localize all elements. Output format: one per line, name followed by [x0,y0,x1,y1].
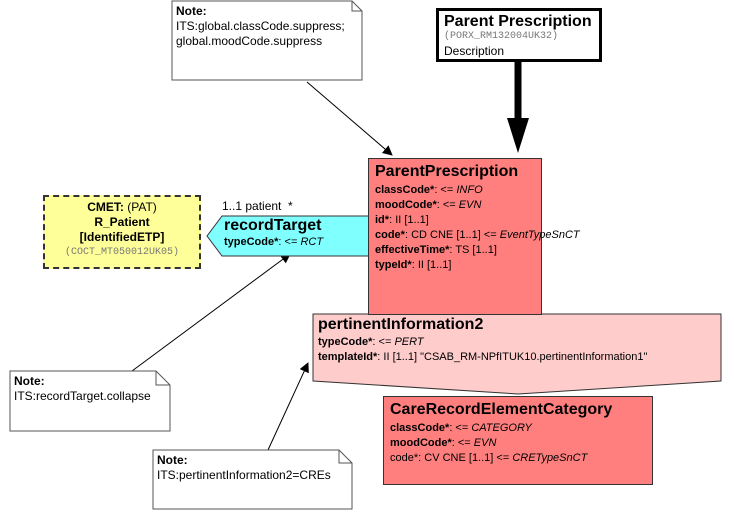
note2-connector [131,253,291,372]
note-line: global.moodCode.suppress [176,34,323,48]
care-record-title: CareRecordElementCategory [390,401,613,418]
care-record-element-category-class[interactable]: CareRecordElementCategory classCode*: <=… [383,396,653,485]
note-pertinent-information-cres: Note: ITS:pertinentInformation2=CREs [153,451,352,485]
record-target-type-code: typeCode*: <= RCT [224,236,324,248]
note-line: ITS:global.classCode.suppress; [176,19,345,33]
note1-shape [171,0,363,81]
note1-fold [351,1,362,12]
note2-fold [155,371,170,386]
note-global-suppress: Note: ITS:global.classCode.suppress; glo… [172,2,362,51]
parent-prescription-title: ParentPrescription [375,163,519,180]
note-label: Note: [14,374,45,388]
attribute-row: code*: CD CNE [1..1] <= EventTypeSnCT [375,229,580,241]
note1-connector [306,81,393,156]
parent-prescription-class[interactable]: ParentPrescription classCode*: <= INFO m… [368,158,580,315]
record-target-participation[interactable]: recordTarget typeCode*: <= RCT [222,216,368,256]
note3-connector [267,362,309,451]
entry-point-box[interactable]: Parent Prescription (PORX_RM132004UK32) … [436,8,602,62]
note-label: Note: [176,4,207,18]
record-target-title: recordTarget [224,217,322,234]
note2-shape [9,370,171,432]
cmet-line1: CMET: (PAT) [87,200,157,214]
cmet-patient-box[interactable]: CMET: (PAT) R_Patient [IdentifiedETP] (C… [43,195,201,269]
pertinent-information-shape [312,313,722,395]
note-line: ITS:pertinentInformation2=CREs [157,468,331,482]
entry-point-id: (PORX_RM132004UK32) [444,31,559,42]
attribute-row: id*: II [1..1] [375,214,429,226]
entry-point-title: Parent Prescription [444,13,592,30]
pertinent-information-title: pertinentInformation2 [318,316,484,333]
attribute-row: moodCode*: <= EVN [375,199,482,211]
note-line: ITS:recordTarget.collapse [14,389,151,403]
cmet-entry: [IdentifiedETP] [79,230,165,244]
cmet-id: (COCT_MT050012UK05) [64,247,180,258]
note3-fold [338,450,352,464]
entry-point-arrowhead [507,118,529,153]
note-record-target-collapse: Note: ITS:recordTarget.collapse [10,372,170,406]
note-label: Note: [157,453,188,467]
attribute-row: templateId*: II [1..1] "CSAB_RM-NPfITUK1… [318,351,648,363]
attribute-row: typeId*: II [1..1] [375,259,452,271]
note3-shape [152,449,353,510]
attribute-row: code*: CV CNE [1..1] <= CRETypeSnCT [390,452,588,464]
attribute-row: moodCode*: <= EVN [390,437,497,449]
cmet-name: R_Patient [94,215,150,229]
pertinent-information-relationship[interactable]: pertinentInformation2 typeCode*: <= PERT… [318,315,718,365]
record-target-cardinality: 1..1 patient * [222,199,293,213]
entry-point-description: Description [444,44,505,58]
attribute-row: classCode*: <= INFO [375,184,483,196]
attribute-row: classCode*: <= CATEGORY [390,422,532,434]
attribute-row: typeCode*: <= PERT [318,336,424,348]
attribute-row: effectiveTime*: TS [1..1] [375,244,497,256]
